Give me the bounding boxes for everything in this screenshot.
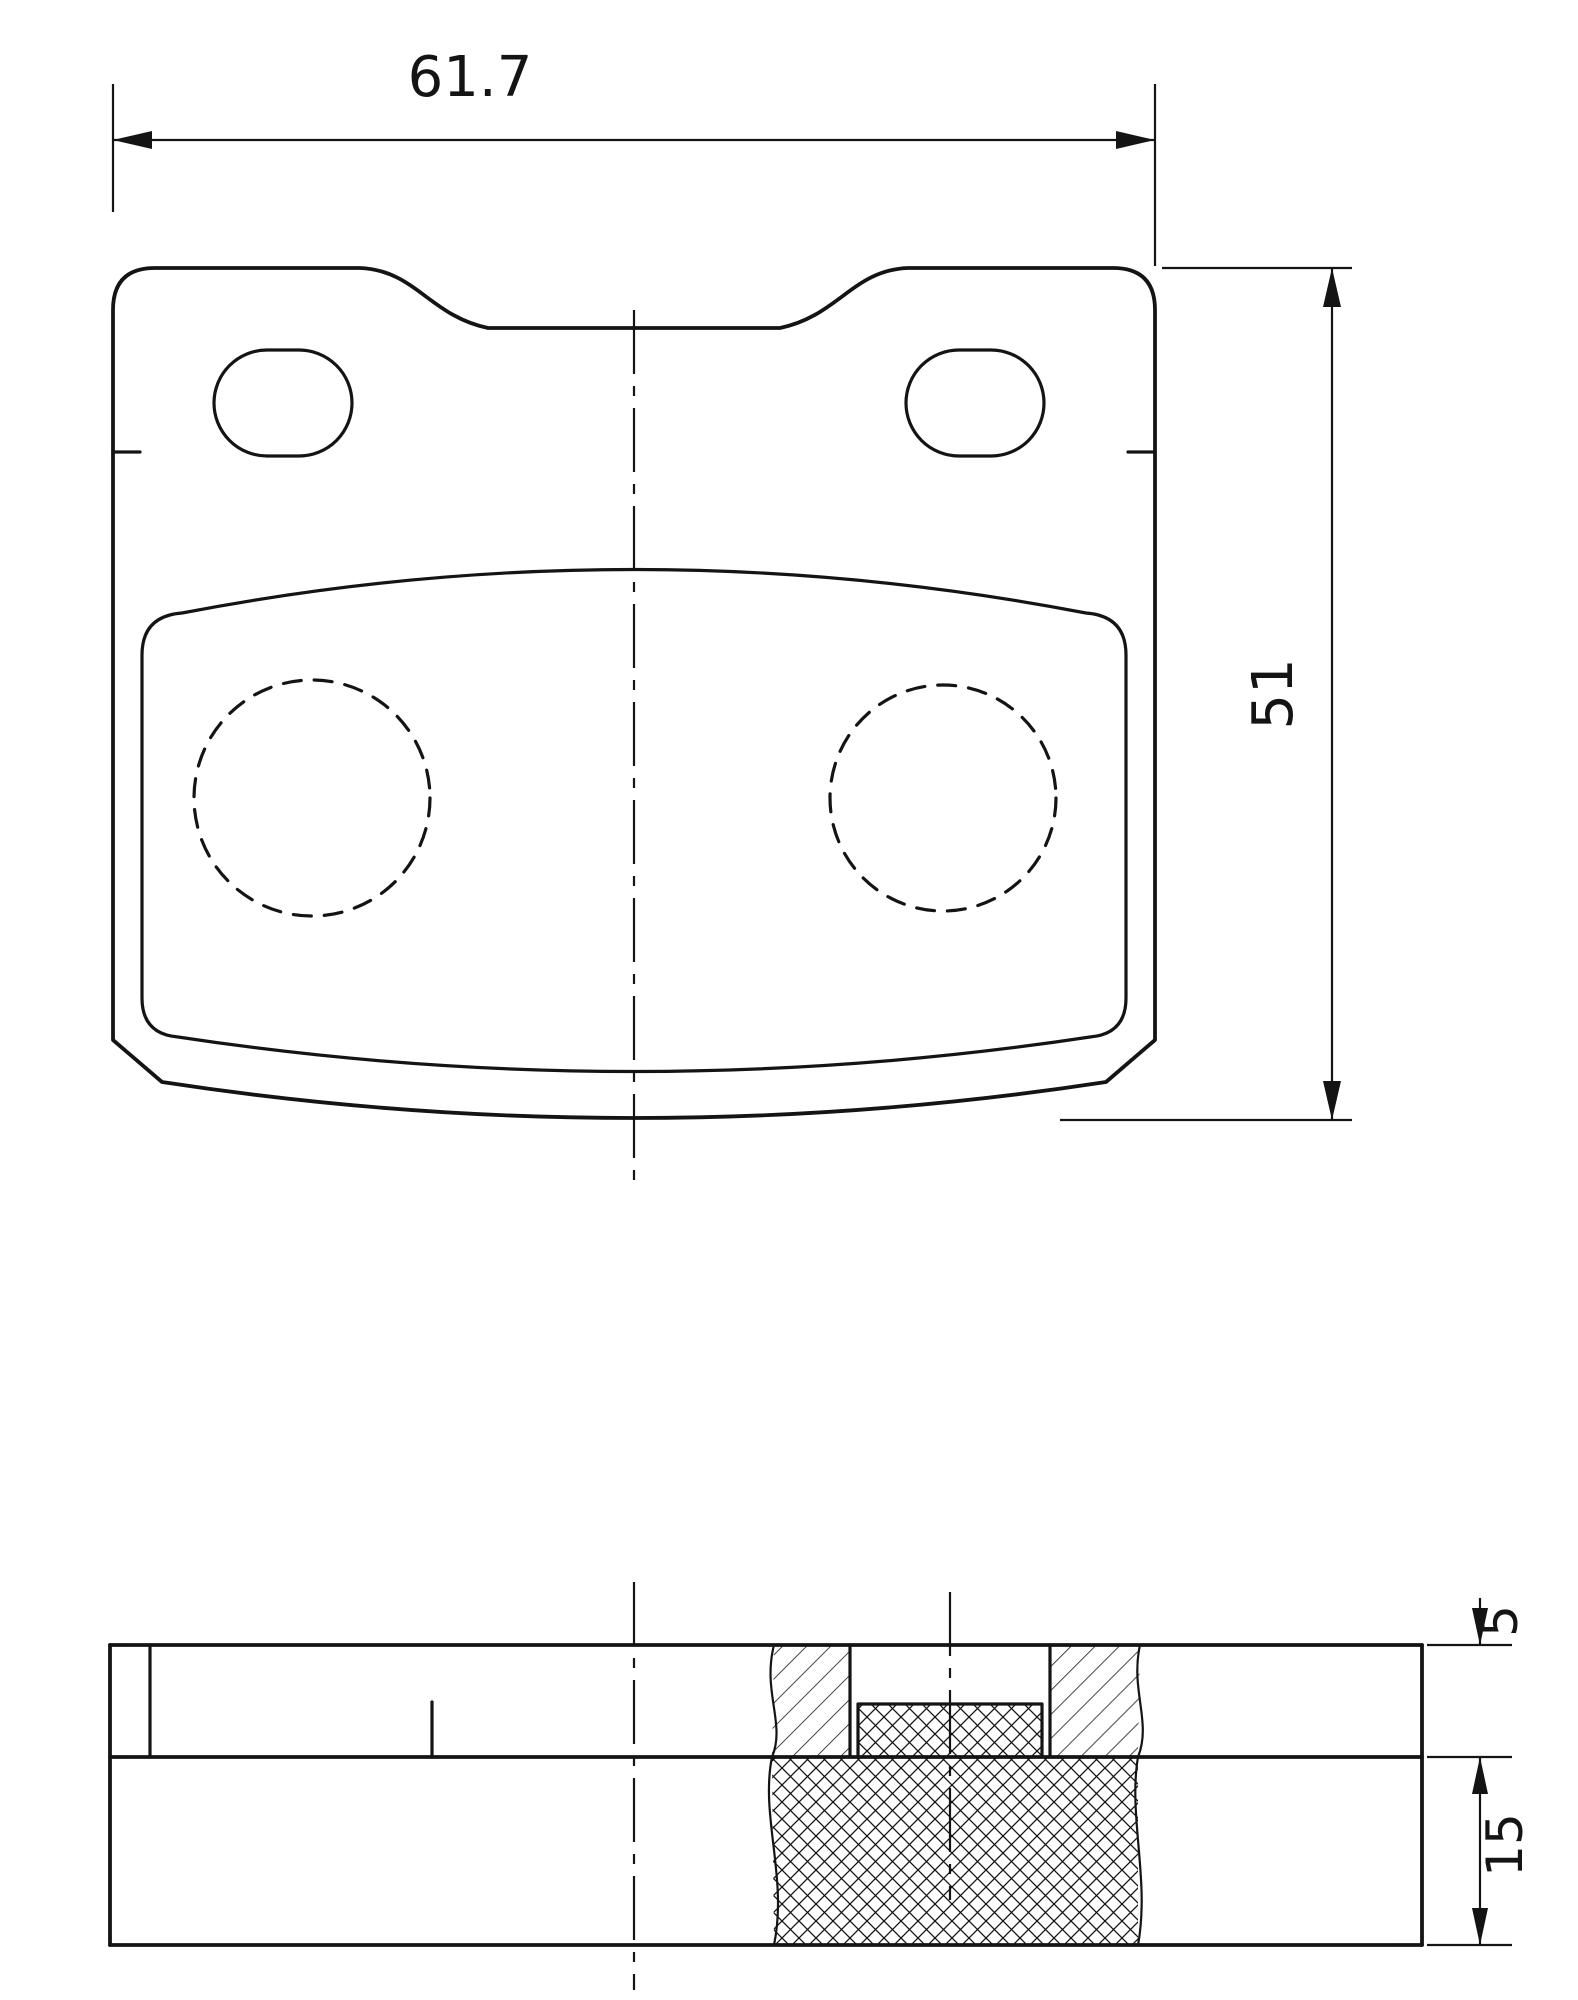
backplate-section-hatch-right [1050,1645,1140,1757]
left-bore-circle [192,678,432,918]
dim-width-arrow-left [113,131,152,149]
backplate-outer-contour [111,266,1157,1120]
dim-plate-thickness-label: 5 [1471,1605,1529,1637]
dim-pad-thickness-label: 15 [1476,1813,1534,1877]
dim-plate-arrow-down [1472,1608,1488,1645]
dim-pad-arrow-down [1472,1908,1488,1945]
section-break-line-left [767,1644,780,1946]
dim-height-arrow-top [1323,268,1341,307]
dim-pad-arrow-up [1472,1757,1488,1794]
right-ear-slot [904,348,1046,458]
dim-width-arrow-right [1116,131,1155,149]
dim-height: 51 [1060,266,1352,1122]
dim-width-label: 61.7 [408,45,533,110]
dim-height-label: 51 [1241,658,1306,729]
section-break-line-right [1134,1644,1144,1946]
left-ear-slot [212,348,354,458]
dim-thickness: 5 15 [1427,1598,1534,1947]
dim-height-arrow-bottom [1323,1081,1341,1120]
backplate-section-hatch-left [772,1645,850,1757]
friction-surface-contour [140,567,1128,1074]
side-view: 5 15 [108,1582,1534,1990]
friction-section-crosshatch [772,1757,1138,1945]
right-bore-circle [828,683,1058,913]
top-view: 61.7 51 [111,45,1352,1180]
dim-width: 61.7 [111,45,1157,266]
